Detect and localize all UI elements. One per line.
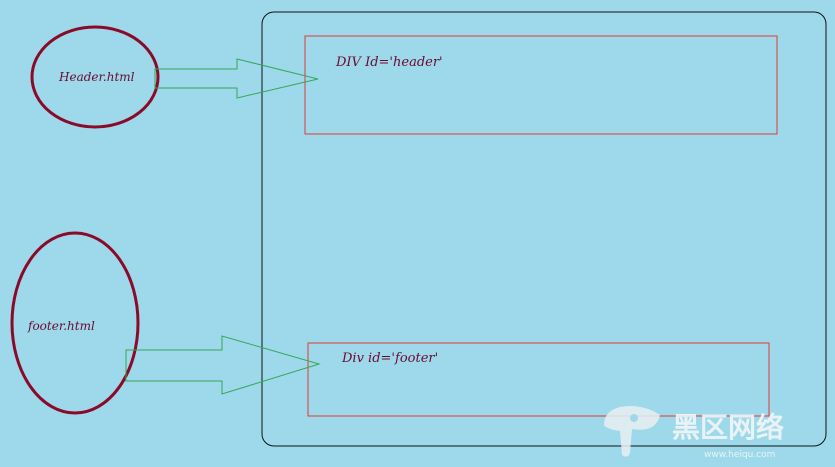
header-file-ellipse: [30, 25, 160, 129]
watermark-logo-icon: [604, 406, 660, 457]
footer-div-label: Div id='footer': [341, 351, 438, 366]
footer-file-label: footer.html: [27, 319, 95, 333]
header-file-label: Header.html: [58, 70, 135, 84]
watermark-url: www.heiqu.com: [704, 450, 775, 460]
header-arrow: [154, 58, 319, 99]
watermark-logo-dot: [630, 414, 638, 422]
page-container: [261, 11, 827, 447]
footer-file-ellipse: [10, 231, 140, 415]
footer-div-box: [307, 342, 770, 417]
watermark: 黑区网络 www.heiqu.com: [604, 406, 784, 460]
header-div-label: DIV Id='header': [335, 55, 443, 70]
watermark-text: 黑区网络: [672, 411, 784, 444]
header-div-box: [304, 35, 778, 135]
footer-arrow: [125, 335, 321, 395]
